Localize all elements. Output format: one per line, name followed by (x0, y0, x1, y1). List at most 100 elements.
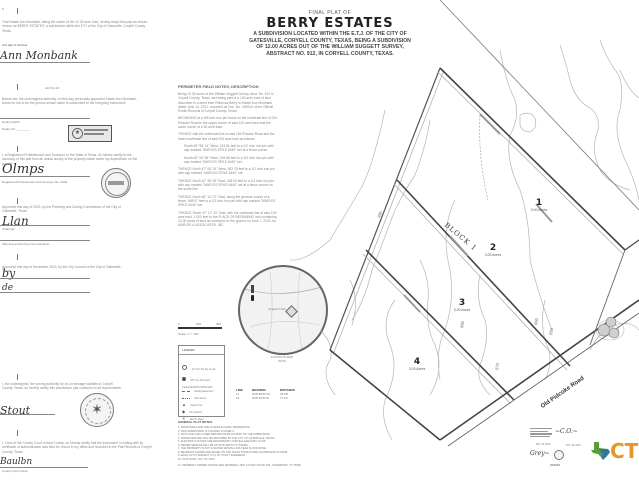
council-secretary-signature: de (2, 283, 14, 293)
lot-number: 4 (413, 357, 421, 367)
notary-stamp: ★ (68, 125, 112, 142)
north-arrow-icon (251, 285, 254, 303)
line-table-row: L2 N58°44'32"E 77.04' (236, 396, 289, 400)
notary-signature-line (0, 118, 90, 119)
hydrant-icon: ◆ (182, 409, 186, 414)
certificates-column: S That Estate Ann Monbank, being the own… (0, 0, 160, 480)
lot-2-label: 2 3.00 Acres (478, 243, 508, 257)
section-mark (17, 84, 18, 90)
texas-shape-icon (591, 442, 610, 460)
general-note: 4. WATER SERVICE WILL BE PROVIDED BY THE… (178, 436, 276, 440)
star-icon: ✶ (91, 401, 103, 417)
hill-contours (595, 319, 625, 341)
general-note: 6. SEWER SERVICE WILL BE ON-SITE SEPTIC … (178, 443, 249, 447)
legend-item: Existing Easement (182, 379, 222, 397)
notary-date: 3rd Oct 23 (45, 86, 60, 90)
lot-1-label: 1 3.00 Acres (524, 198, 554, 212)
clerk-text: I, Clerk of the County Court of said Cou… (2, 441, 152, 454)
recording-number: 303910 (550, 463, 561, 467)
doc-label: MY 11-000 (566, 443, 581, 447)
general-note: 2. THIS SUBDIVISION IS LOCATED IN ZONE X… (178, 429, 235, 433)
legend-item: Wire Fence (182, 386, 222, 404)
county-seal: ✶ (80, 393, 114, 427)
road-label: Old Pidcoke Road (540, 375, 586, 410)
general-note: 1. PROPOSED LAND USE IS SINGLE FAMILY RE… (178, 426, 251, 429)
line-table-header: LINE BEARING DISTANCE (236, 388, 296, 392)
lot-number: 3 (458, 298, 466, 308)
northwest-boundary (329, 67, 445, 353)
clerk-signature: Baulbn (0, 457, 33, 467)
fence-line-icon (182, 398, 190, 399)
owner-heading: S (2, 7, 5, 11)
notary-expiry: Notary ID: ________ (2, 127, 30, 131)
filled-circle-icon (182, 377, 186, 381)
drainage-path (479, 114, 489, 201)
site-label: Subject Tract (268, 307, 286, 311)
vicinity-map-caption: LOCATION MAP (270, 355, 294, 359)
doc-label: MY 11-000 (536, 442, 551, 446)
svg-text:850: 850 (548, 327, 554, 335)
general-note: 11. PROPERTY OWNER: ESTATE ANN MONBANK, … (178, 464, 302, 467)
subtitle-line-1: A SUBDIVISION LOCATED WITHIN THE E.T.J. … (253, 31, 407, 37)
old-pidcoke-road (439, 239, 639, 447)
owner-date-line: 2nd day of October (2, 43, 28, 47)
registrar-signature: Grey~ (530, 450, 550, 457)
clerk-label: County Court Clerk (2, 469, 28, 473)
general-note: 7. THE PROPERTY IS NOT LOCATED WITHIN A … (178, 447, 267, 450)
vicinity-map-scale: (NTS) (278, 359, 286, 363)
power-pole-icon: ▲ (182, 402, 186, 407)
legend: LEGEND 1/2" Iron Pin Set w/ cap marked M… (178, 345, 225, 421)
seal-text (108, 181, 124, 185)
pz-commissioner-line (0, 240, 90, 241)
pz-commissioner-label: Planning and Zoning Commissioner (2, 242, 50, 246)
field-note-paragraph: THENCE North 42° 55' 09" East, 428.93 fe… (178, 178, 274, 192)
bearing-labels (403, 113, 553, 313)
section-mark (17, 430, 18, 436)
registrar-seal (554, 450, 564, 460)
general-note: 5. ELECTRIC UTILITIES ARE PROVIDED BY CO… (178, 440, 266, 443)
northeast-boundary (439, 0, 639, 211)
dashed-line-icon (182, 391, 190, 392)
vicinity-map: Subject Tract (238, 265, 328, 355)
council-secretary-line (0, 292, 90, 293)
surveyor-label: Registered Professional Land Surveyor No… (2, 180, 68, 184)
svg-text:890: 890 (376, 210, 383, 219)
legend-item: 5/8" Iron Pin Found (182, 368, 222, 386)
subtitle-line-3: OF 12.00 ACRES OUT OF THE WILLIAM SUGGET… (256, 44, 404, 50)
pz-signature: Llan (2, 214, 29, 228)
general-note: 3. NO FLOOD AND OTHER RESTRICTIONS ON PA… (178, 433, 271, 436)
field-note-paragraph: THENCE South 47° 17' 10" East, with the … (178, 210, 277, 228)
council-text: Approved this day of November 2023, by t… (2, 265, 122, 274)
surveyor-seal (101, 168, 131, 198)
general-note: 9. EACH LOT IS SUBJECT TO A 15' UTILITY … (178, 454, 246, 457)
svg-text:880: 880 (459, 320, 465, 328)
svg-text:860: 860 (533, 317, 539, 325)
lot-number: 2 (489, 243, 497, 253)
field-note-paragraph: South 62° 06' 58" West, 155.86 feet to a… (184, 155, 274, 164)
general-note: 10. PLAT DATE: JULY 25, 2023. (178, 457, 216, 461)
stamp-text-block (530, 428, 552, 438)
section-mark (17, 198, 18, 204)
field-note-paragraph: THENCE with the northeast line of said O… (178, 132, 275, 141)
pz-chair-label: Chairman (2, 227, 16, 231)
open-circle-icon (182, 365, 187, 370)
general-notes: GENERAL PLAT NOTES 1. PROPOSED LAND USE … (178, 420, 353, 468)
section-mark (17, 374, 18, 380)
meter-icon: ✕ (182, 416, 186, 421)
section-mark (17, 8, 18, 14)
line-table-row: L1 N58°38'52"W 33.08' (236, 392, 289, 396)
legend-title: LEGEND (182, 348, 195, 352)
stamp-signature: ~C.O.~ (555, 428, 578, 435)
lot-acreage: 3.00 Acres (453, 308, 471, 312)
star-icon: ★ (72, 128, 83, 139)
field-note-paragraph: South 65° 58' 14" West, 243.51 feet to a… (184, 143, 274, 153)
pz-signature-line (0, 225, 90, 226)
lot-number: 1 (535, 198, 543, 208)
field-note-paragraph: THENCE North 47° 06' 24" West, 902.78 fe… (178, 167, 275, 176)
lot-4-label: 4 3.00 Acres (402, 357, 432, 371)
subtitle-line-4: ABSTRACT NO. 912, IN CORYELL COUNTY, TEX… (266, 50, 394, 57)
plat-title: BERRY ESTATES (266, 16, 394, 31)
lot-acreage: 3.00 Acres (484, 253, 502, 257)
footer-stamps: ~C.O.~ MY 11-000 MY 11-000 Grey~ 303910 (530, 420, 639, 480)
plat-title-block: FINAL PLAT OF BERRY ESTATES A SUBDIVISIO… (235, 10, 425, 57)
